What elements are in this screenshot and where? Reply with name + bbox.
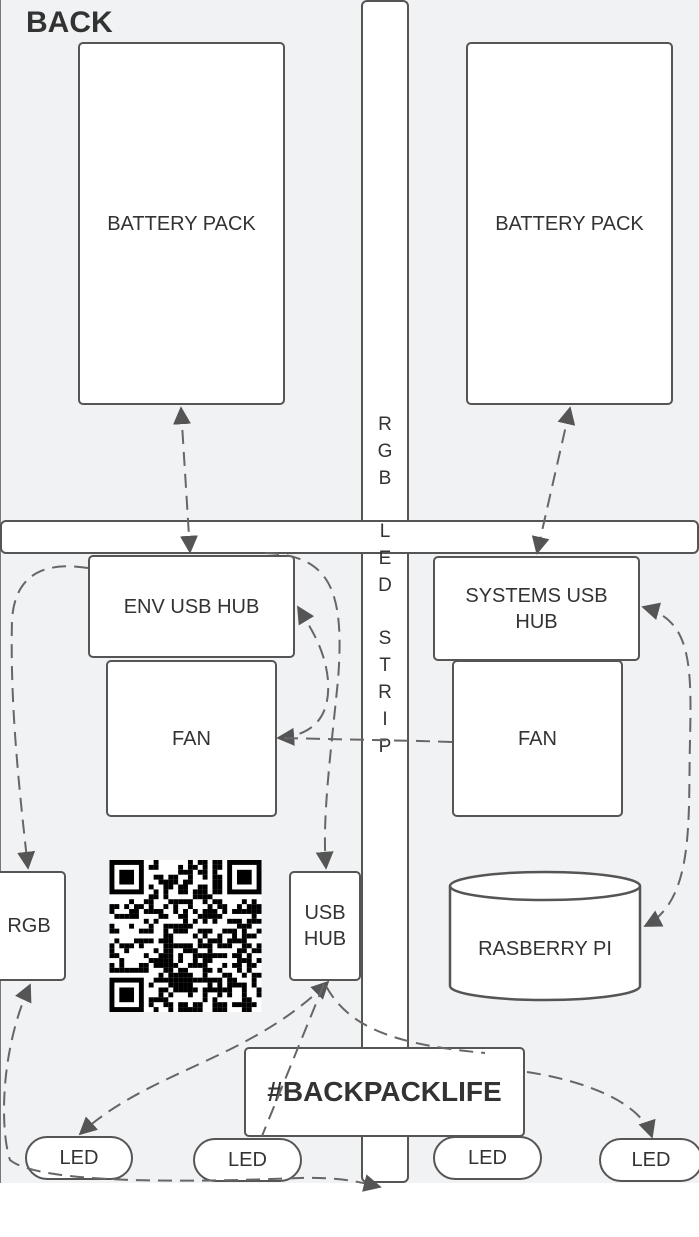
battery-pack-right-label: BATTERY PACK <box>495 212 644 235</box>
strip-letter: G <box>377 440 393 462</box>
connector-usb-hub-led-2 <box>261 983 325 1137</box>
fan-left: FAN <box>106 660 277 817</box>
connector-env-hub-usb-hub <box>264 552 341 870</box>
usb-hub: USB HUB <box>289 871 361 981</box>
led-3-label: LED <box>468 1146 507 1169</box>
page-title: BACK <box>26 6 113 39</box>
strip-letter: D <box>378 574 392 596</box>
connector-fan-loop <box>276 605 330 746</box>
led-4-label: LED <box>631 1148 671 1171</box>
connector-systems-hub-raspberry-pi <box>641 602 692 927</box>
strip-letter: R <box>378 681 392 703</box>
connector-hashtag-led-4 <box>526 1071 656 1139</box>
led-3: LED <box>433 1136 542 1180</box>
systems-usb-hub: SYSTEMS USB HUB <box>433 556 640 661</box>
env-usb-hub-label: ENV USB HUB <box>123 595 260 618</box>
battery-pack-right: BATTERY PACK <box>466 42 673 405</box>
fan-left-label: FAN <box>172 727 211 750</box>
connector-battery-left-env-hub <box>173 406 198 554</box>
fan-right: FAN <box>452 660 623 817</box>
strip-letter: S <box>378 628 392 650</box>
connector-rgb-bottom <box>3 983 382 1192</box>
raspberry-pi: RASBERRY PI <box>452 920 638 978</box>
connector-usb-hub-led-1 <box>78 980 330 1136</box>
battery-pack-left-label: BATTERY PACK <box>107 212 256 235</box>
usb-hub-label: USB HUB <box>303 902 347 950</box>
connector-battery-right-systems-hub <box>531 406 576 555</box>
fan-right-label: FAN <box>518 727 557 750</box>
connector-usb-hub-led-3 <box>325 985 486 1054</box>
systems-usb-hub-label: SYSTEMS USB HUB <box>465 584 608 633</box>
rgb-led-strip-horizontal <box>0 520 699 554</box>
strip-letter: E <box>378 547 392 569</box>
strip-letter: B <box>378 467 392 489</box>
connector-env-hub-rgb <box>10 565 89 870</box>
battery-pack-left: BATTERY PACK <box>78 42 285 405</box>
rgb-module-label: RGB <box>7 915 51 937</box>
strip-letter: I <box>382 708 388 730</box>
raspberry-pi-label: RASBERRY PI <box>478 938 612 960</box>
rgb-module: RGB <box>0 871 66 981</box>
strip-letter: L <box>379 521 391 543</box>
connector-fan-right-fan-left <box>279 737 453 743</box>
led-4: LED <box>599 1138 699 1182</box>
strip-letter: T <box>379 655 391 677</box>
raspberry-pi-cylinder <box>448 870 642 1002</box>
strip-letter: R <box>378 414 392 435</box>
